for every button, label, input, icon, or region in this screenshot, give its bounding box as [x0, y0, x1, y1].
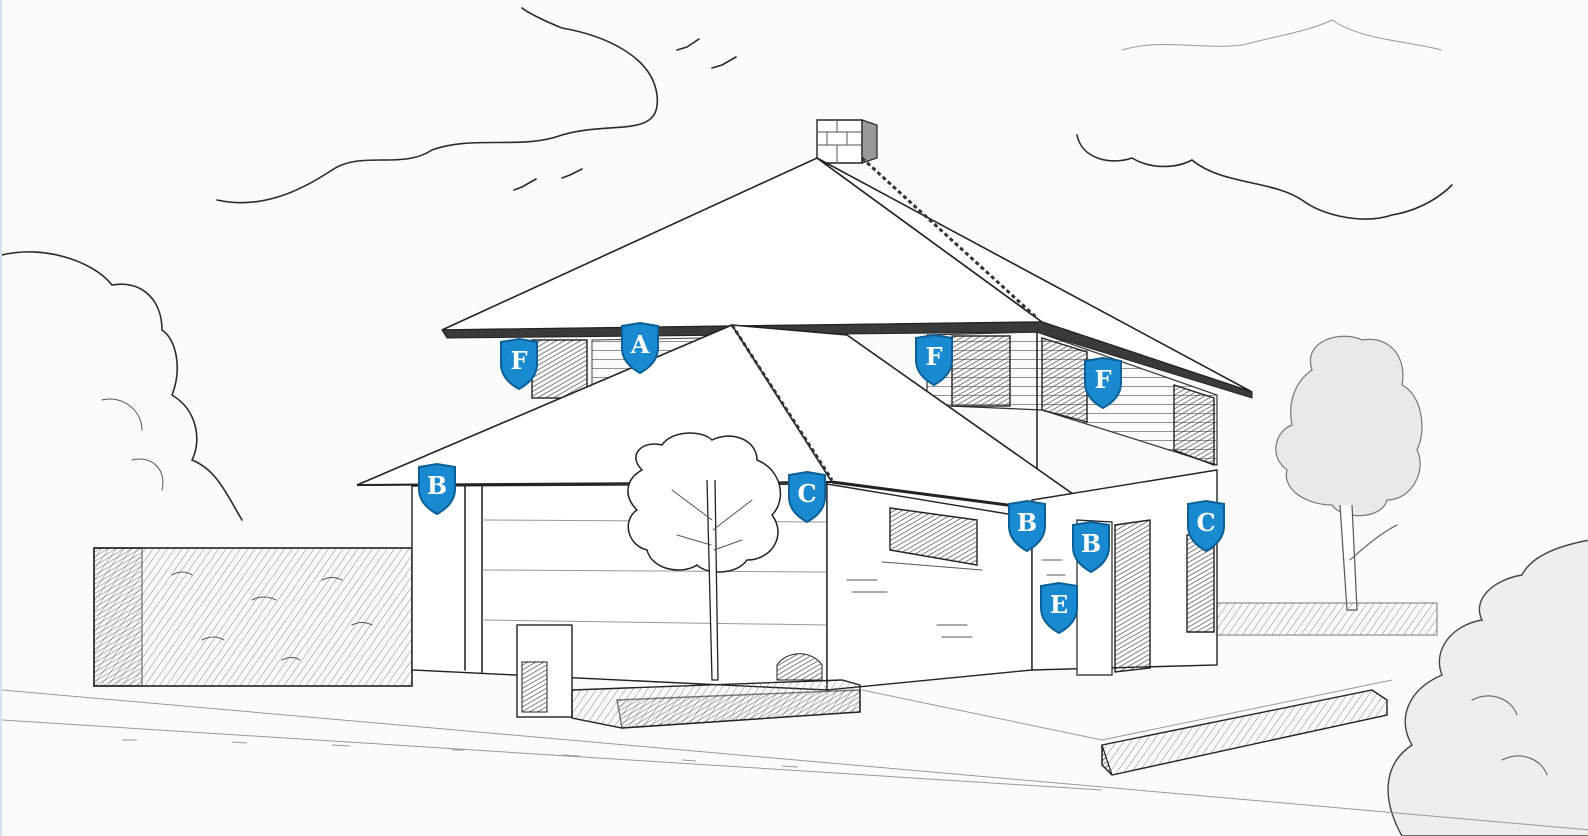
garden-wall	[94, 548, 412, 686]
left-bushes	[2, 252, 242, 520]
right-tree	[1276, 336, 1422, 610]
marker-label: F	[497, 347, 541, 375]
cloud-right	[1077, 20, 1452, 219]
marker-f-1[interactable]: F	[497, 338, 541, 390]
meter-box	[517, 625, 572, 717]
marker-f-3[interactable]: F	[1081, 357, 1125, 409]
marker-label: C	[785, 480, 829, 508]
marker-b-1[interactable]: B	[415, 463, 459, 515]
marker-f-2[interactable]: F	[912, 334, 956, 386]
marker-label: B	[415, 472, 459, 500]
marker-label: B	[1005, 509, 1049, 537]
right-bushes	[1388, 540, 1588, 836]
marker-label: B	[1069, 530, 1113, 558]
marker-label: E	[1037, 591, 1081, 619]
marker-c-1[interactable]: C	[785, 471, 829, 523]
cloud-left	[217, 8, 657, 203]
marker-label: F	[1081, 366, 1125, 394]
birds	[514, 39, 736, 190]
marker-label: A	[618, 331, 662, 359]
chimney	[817, 120, 877, 163]
marker-c-2[interactable]: C	[1184, 500, 1228, 552]
marker-label: C	[1184, 509, 1228, 537]
marker-e-1[interactable]: E	[1037, 582, 1081, 634]
marker-b-2[interactable]: B	[1005, 500, 1049, 552]
marker-a-1[interactable]: A	[618, 322, 662, 374]
marker-label: F	[912, 343, 956, 371]
marker-b-3[interactable]: B	[1069, 521, 1113, 573]
